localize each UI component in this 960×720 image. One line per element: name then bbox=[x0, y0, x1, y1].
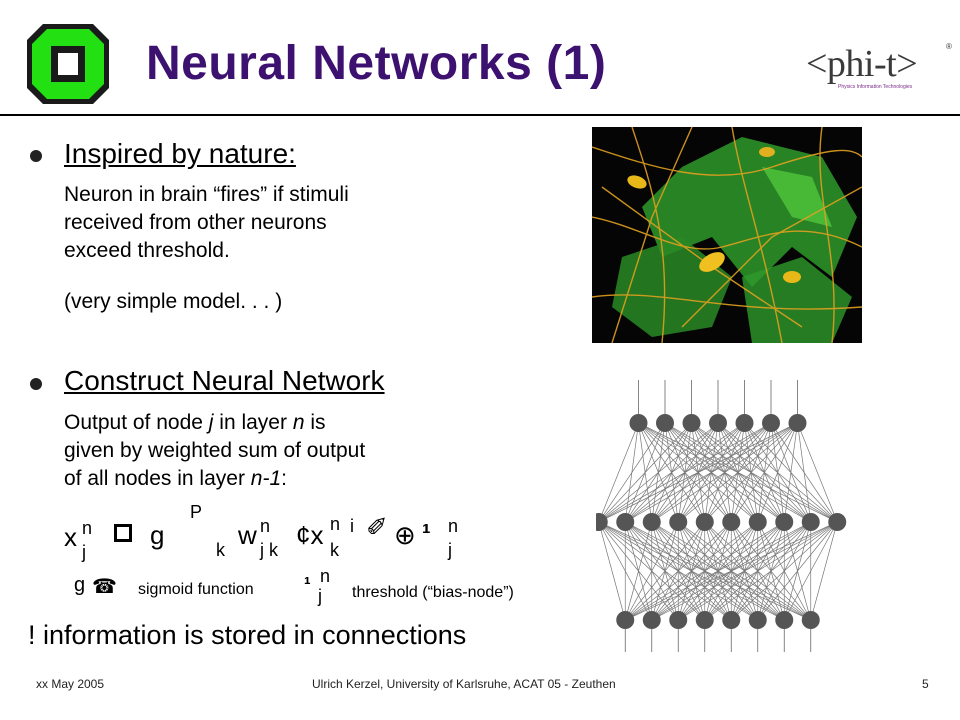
connection bbox=[757, 521, 838, 621]
network-node bbox=[762, 414, 780, 432]
network-node bbox=[748, 513, 767, 531]
bullet-heading-network: Construct Neural Network bbox=[64, 365, 385, 396]
text-line: exceed threshold. bbox=[64, 239, 230, 262]
network-node bbox=[828, 513, 847, 531]
connection bbox=[625, 521, 758, 621]
weighted-sum-formula: x n j g P k w n j k ¢x n k i ✐ ⊕ ¹ n j bbox=[64, 502, 459, 562]
connection bbox=[598, 422, 692, 523]
neuron-micrograph bbox=[592, 127, 862, 343]
model-note: (very simple model. . . ) bbox=[64, 290, 283, 313]
theta-sub: j bbox=[318, 586, 322, 606]
page-number: 5 bbox=[922, 677, 929, 691]
connection bbox=[625, 521, 732, 621]
network-node bbox=[775, 611, 794, 629]
phi-t-tagline: Physics Information Technologies bbox=[838, 84, 913, 90]
network-node bbox=[669, 611, 688, 629]
network-node bbox=[695, 513, 714, 531]
text-line: received from other neurons bbox=[64, 211, 327, 234]
registered-mark: ® bbox=[946, 42, 952, 51]
connection bbox=[624, 521, 679, 621]
footer-author: Ulrich Kerzel, University of Karlsruhe, … bbox=[312, 677, 616, 691]
network-node bbox=[801, 513, 820, 531]
conclusion-text: information is stored in connections bbox=[35, 620, 467, 650]
connection bbox=[757, 422, 798, 523]
phi-t-logo: <phi-t> ® Physics Information Technologi… bbox=[806, 42, 958, 94]
connection bbox=[678, 521, 838, 621]
nature-description: Neuron in brain “fires” if stimuli recei… bbox=[64, 181, 464, 265]
network-node bbox=[748, 611, 767, 629]
network-node bbox=[629, 414, 648, 432]
connection bbox=[783, 521, 838, 621]
connection bbox=[598, 422, 745, 523]
text-line: of all nodes in layer n-1: bbox=[64, 467, 287, 490]
theta-sup: n bbox=[320, 566, 331, 586]
network-node bbox=[735, 414, 754, 432]
implies-symbol: ! bbox=[28, 620, 36, 650]
network-node bbox=[722, 611, 741, 629]
university-logo bbox=[27, 24, 109, 104]
network-node bbox=[669, 513, 688, 531]
network-node bbox=[709, 414, 727, 432]
connection bbox=[624, 521, 653, 621]
phone-glyph: ☎ bbox=[92, 576, 117, 598]
sigmoid-label: sigmoid function bbox=[138, 581, 254, 598]
footer-date: xx May 2005 bbox=[36, 677, 105, 691]
bullet-heading-nature: Inspired by nature: bbox=[64, 138, 296, 169]
connection bbox=[625, 521, 785, 621]
connection bbox=[598, 422, 666, 523]
connection bbox=[598, 422, 798, 523]
network-node bbox=[656, 414, 674, 432]
theta-glyph: ¹ bbox=[304, 574, 311, 596]
connection bbox=[731, 521, 838, 621]
connection bbox=[625, 422, 798, 523]
connection bbox=[625, 521, 838, 621]
connection bbox=[624, 521, 706, 621]
connection bbox=[598, 521, 626, 621]
connection bbox=[598, 422, 719, 523]
connection bbox=[704, 521, 838, 621]
connection bbox=[651, 422, 798, 523]
network-node bbox=[616, 611, 635, 629]
connection bbox=[651, 521, 838, 621]
connection bbox=[783, 422, 798, 523]
network-node bbox=[642, 611, 661, 629]
connection bbox=[598, 422, 772, 523]
connection bbox=[625, 521, 811, 621]
network-node bbox=[695, 611, 714, 629]
connection bbox=[797, 422, 838, 523]
connection bbox=[678, 422, 798, 523]
connection bbox=[810, 521, 838, 621]
bullet-dot bbox=[30, 378, 42, 390]
text-line: Neuron in brain “fires” if stimuli bbox=[64, 183, 349, 206]
phi-t-wordmark: <phi-t> bbox=[806, 43, 918, 85]
neural-network-diagram bbox=[596, 380, 847, 652]
network-node bbox=[788, 414, 807, 432]
conclusion-line: ! information is stored in connections bbox=[28, 620, 466, 651]
network-node bbox=[642, 513, 661, 531]
connection bbox=[797, 422, 812, 523]
threshold-label: threshold (“bias-node”) bbox=[352, 584, 514, 601]
text-line: given by weighted sum of output bbox=[64, 439, 366, 462]
bullet-dot bbox=[30, 150, 42, 162]
network-node bbox=[722, 513, 741, 531]
slide-title: Neural Networks (1) bbox=[146, 37, 607, 90]
network-node bbox=[596, 513, 608, 531]
title-divider bbox=[0, 114, 960, 116]
connection bbox=[704, 422, 798, 523]
network-node bbox=[616, 513, 635, 531]
equals-glyph bbox=[114, 524, 132, 542]
network-description: Output of node j in layer n is given by … bbox=[64, 409, 464, 493]
connection bbox=[598, 422, 639, 523]
network-node bbox=[775, 513, 794, 531]
network-node bbox=[682, 414, 701, 432]
connection bbox=[730, 422, 798, 523]
g-symbol: g bbox=[74, 574, 86, 596]
text-line: Output of node j in layer n is bbox=[64, 411, 326, 434]
network-node bbox=[801, 611, 820, 629]
